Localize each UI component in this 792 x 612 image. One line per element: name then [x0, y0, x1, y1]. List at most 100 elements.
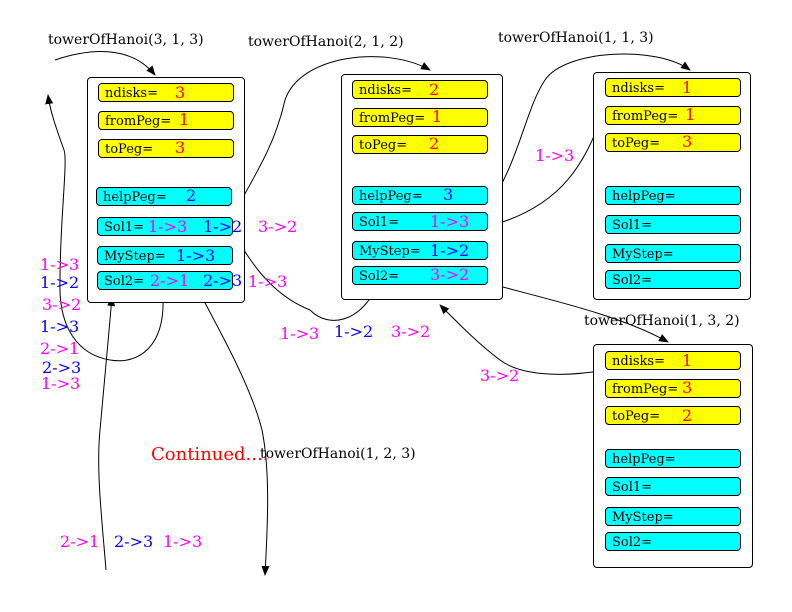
f3-frompeg-value: 1	[685, 105, 696, 124]
f3-topeg-value: 3	[682, 132, 693, 151]
f2-mystep-field: MyStep=	[352, 241, 488, 260]
call-label-fifth: towerOfHanoi(1, 2, 3)	[260, 446, 416, 462]
topeg-label: toPeg=	[612, 136, 661, 151]
f1-frompeg-field: fromPeg=	[98, 111, 234, 130]
sol2-label: Sol2=	[612, 535, 653, 550]
f4-topeg-value: 2	[682, 406, 693, 425]
f3-helppeg-field: helpPeg=	[605, 186, 741, 205]
f1-ndisks-field: ndisks=	[98, 83, 234, 102]
frompeg-label: fromPeg=	[359, 111, 426, 126]
left-move-2: 1->2	[40, 273, 80, 292]
left-move-4: 1->3	[40, 317, 80, 336]
f2-mystep-value: 1->2	[430, 241, 470, 260]
arrow-return-second	[236, 237, 376, 321]
sol2-label: Sol2=	[104, 274, 145, 289]
left-move-5: 2->1	[40, 339, 80, 358]
f3-frompeg-field: fromPeg=	[605, 106, 741, 125]
left-move-6: 2->3	[42, 358, 82, 377]
f1-sol1-extra: 3->2	[258, 217, 298, 236]
sol1-label: Sol1=	[612, 218, 653, 233]
sol1-label: Sol1=	[104, 220, 145, 235]
f2-frompeg-value: 1	[432, 107, 443, 126]
left-move-1: 1->3	[40, 255, 80, 274]
helppeg-label: helpPeg=	[612, 189, 676, 204]
f1-helppeg-field: helpPeg=	[96, 187, 232, 206]
f4-frompeg-value: 3	[682, 378, 693, 397]
f1-sol2-extra: 1->3	[248, 272, 288, 291]
ndisks-label: ndisks=	[612, 81, 665, 96]
f1-sol2-move-2: 2->3	[203, 271, 243, 290]
f1-sol1-field: Sol1=	[97, 217, 233, 236]
mystep-label: MyStep=	[104, 249, 166, 264]
f1-sol1-move-1: 1->3	[148, 217, 188, 236]
f2-topeg-value: 2	[429, 134, 440, 153]
topeg-label: toPeg=	[612, 409, 661, 424]
f1-helppeg-value: 2	[186, 186, 197, 205]
f1-frompeg-value: 1	[179, 110, 190, 129]
sol2-label: Sol2=	[612, 273, 653, 288]
f3-topeg-field: toPeg=	[605, 133, 741, 152]
frompeg-label: fromPeg=	[105, 114, 172, 129]
f3-mystep-field: MyStep=	[605, 244, 741, 263]
f2-sol2-field: Sol2=	[352, 266, 488, 285]
f4-helppeg-field: helpPeg=	[605, 449, 741, 468]
mystep-label: MyStep=	[612, 247, 674, 262]
f1-sol2-field: Sol2=	[97, 271, 233, 290]
f2-frompeg-field: fromPeg=	[352, 108, 488, 127]
left-move-7: 1->3	[41, 374, 81, 393]
arrow-call-fourth	[487, 282, 669, 343]
frompeg-label: fromPeg=	[612, 382, 679, 397]
call-label-main: towerOfHanoi(3, 1, 3)	[48, 32, 204, 48]
helppeg-label: helpPeg=	[359, 189, 423, 204]
f2-ndisks-value: 2	[429, 80, 440, 99]
topeg-label: toPeg=	[359, 138, 408, 153]
topeg-label: toPeg=	[105, 142, 154, 157]
continued-label: Continued....	[151, 444, 269, 465]
f1-sol2-move-1: 2->1	[150, 271, 190, 290]
frompeg-label: fromPeg=	[612, 109, 679, 124]
f1-ndisks-value: 3	[175, 83, 186, 102]
f3-ndisks-field: ndisks=	[605, 78, 741, 97]
ndisks-label: ndisks=	[105, 86, 158, 101]
f2-sol1-value: 1->3	[430, 212, 470, 231]
arrow-return-fourth	[439, 304, 606, 375]
call-label-fourth: towerOfHanoi(1, 3, 2)	[584, 313, 740, 329]
f2-ndisks-field: ndisks=	[352, 80, 488, 99]
arrow-call-main	[54, 51, 156, 76]
mystep-label: MyStep=	[359, 244, 421, 259]
sol1-label: Sol1=	[359, 215, 400, 230]
f2-return-move-2: 1->2	[334, 322, 374, 341]
f2-sol2-value: 3->2	[430, 265, 470, 284]
sol2-label: Sol2=	[359, 269, 400, 284]
f4-ndisks-field: ndisks=	[605, 351, 741, 370]
f3-ndisks-value: 1	[682, 78, 693, 97]
bottom-move-1: 2->1	[60, 532, 100, 551]
f2-helppeg-field: helpPeg=	[352, 186, 488, 205]
sol1-label: Sol1=	[612, 480, 653, 495]
f2-helppeg-value: 3	[443, 185, 454, 204]
ndisks-label: ndisks=	[359, 83, 412, 98]
call-label-second: towerOfHanoi(2, 1, 2)	[248, 34, 404, 50]
arrow-return-fifth	[98, 296, 116, 571]
bottom-move-3: 1->3	[163, 532, 203, 551]
f3-sol2-field: Sol2=	[605, 270, 741, 289]
f4-ndisks-value: 1	[682, 351, 693, 370]
arrow-call-second	[232, 56, 431, 216]
f1-topeg-value: 3	[175, 138, 186, 157]
f4-mystep-field: MyStep=	[605, 507, 741, 526]
f2-topeg-field: toPeg=	[352, 135, 488, 154]
f1-sol1-move-2: 1->2	[203, 217, 243, 236]
f3-sol1-field: Sol1=	[605, 215, 741, 234]
mystep-label: MyStep=	[612, 510, 674, 525]
f1-mystep-field: MyStep=	[97, 246, 233, 265]
ndisks-label: ndisks=	[612, 354, 665, 369]
helppeg-label: helpPeg=	[103, 190, 167, 205]
f2-sol1-field: Sol1=	[352, 212, 488, 231]
f1-topeg-field: toPeg=	[98, 139, 234, 158]
left-move-3: 3->2	[42, 295, 82, 314]
helppeg-label: helpPeg=	[612, 452, 676, 467]
f4-frompeg-field: fromPeg=	[605, 379, 741, 398]
f3-return-move: 1->3	[535, 146, 575, 165]
arrow-call-third	[487, 53, 691, 208]
